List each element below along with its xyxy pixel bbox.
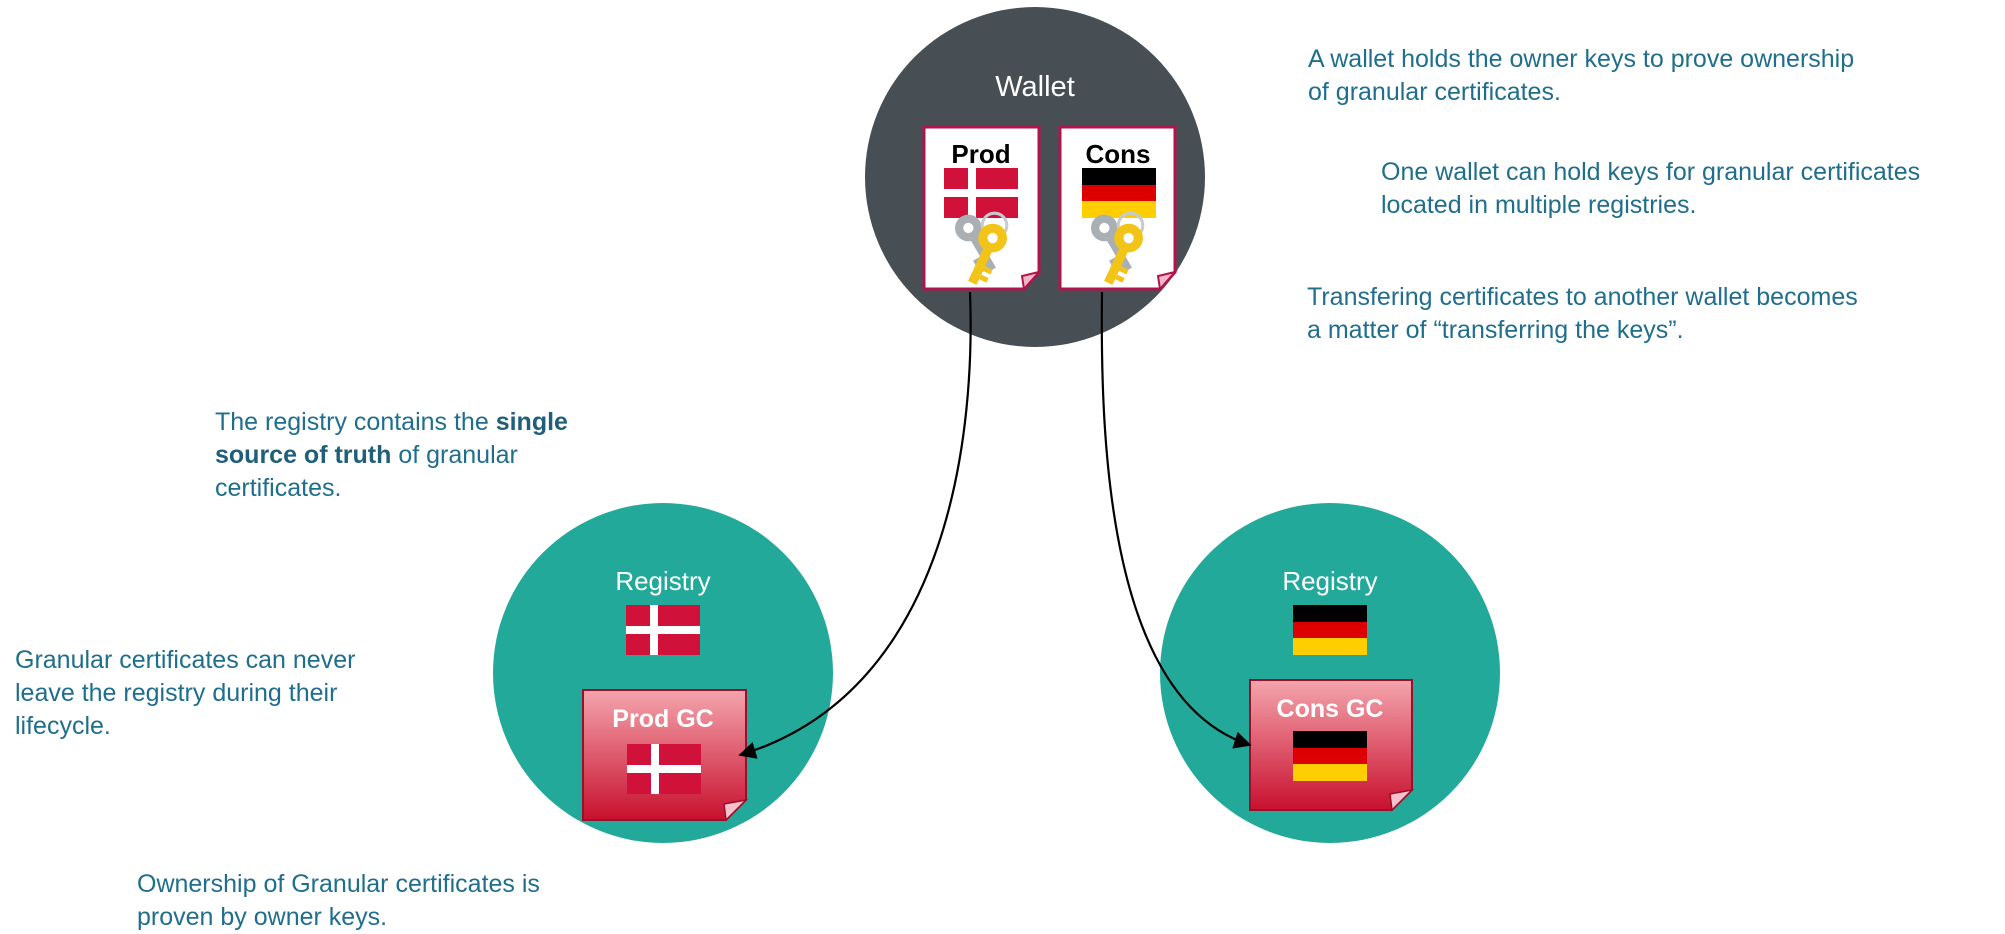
denmark-flag-icon: [944, 168, 1018, 218]
note-ownership-by-keys: Ownership of Granular certificates is pr…: [137, 868, 540, 934]
note-line: proven by owner keys.: [137, 903, 388, 931]
wallet-card-prod: Prod: [922, 125, 1042, 292]
note-wallet-holds-keys: A wallet holds the owner keys to prove o…: [1308, 43, 1854, 109]
ownership-arrow-prod: [738, 291, 972, 759]
wallet-label: Wallet: [995, 71, 1075, 103]
wallet-card-label: Cons: [1086, 139, 1151, 169]
note-multi-registry: One wallet can hold keys for granular ce…: [1381, 156, 1920, 222]
germany-flag-icon: [1293, 605, 1367, 655]
note-registry-source-of-truth: The registry contains the single source …: [215, 406, 568, 505]
note-line: A wallet holds the owner keys to prove o…: [1308, 45, 1855, 73]
registry-circle-germany: [1160, 503, 1500, 843]
wallet-card-cons: Cons: [1058, 125, 1178, 292]
germany-flag-icon: [1293, 731, 1367, 781]
note-transfer-keys: Transfering certificates to another wall…: [1307, 281, 1858, 347]
registry-label: Registry: [615, 566, 710, 596]
gc-card-cons: Cons GC: [1249, 679, 1415, 812]
note-emphasis: single: [495, 408, 568, 436]
note-line: Ownership of Granular certificates is: [137, 870, 540, 898]
note-emphasis: source of truth: [215, 441, 392, 469]
note-line: certificates.: [215, 474, 342, 502]
note-line: of granular: [391, 441, 518, 469]
note-line: leave the registry during their: [15, 679, 338, 707]
wallet-card-label: Prod: [951, 139, 1010, 169]
denmark-flag-icon: [626, 605, 700, 655]
note-never-leave-registry: Granular certificates can never leave th…: [15, 644, 355, 743]
ownership-arrow-cons: [1100, 291, 1252, 749]
germany-flag-icon: [1082, 168, 1156, 218]
note-line: One wallet can hold keys for granular ce…: [1381, 158, 1921, 186]
gc-card-label: Prod GC: [612, 705, 713, 733]
gc-card-label: Cons GC: [1277, 695, 1384, 723]
note-line: of granular certificates.: [1308, 78, 1561, 106]
note-line: Transfering certificates to another wall…: [1307, 283, 1858, 311]
note-line: Granular certificates can never: [15, 646, 356, 674]
denmark-flag-icon: [627, 744, 701, 794]
registry-label: Registry: [1282, 566, 1377, 596]
note-line: lifecycle.: [15, 712, 111, 740]
note-line: a matter of “transferring the keys”.: [1307, 316, 1684, 344]
note-line: The registry contains the: [215, 408, 496, 436]
note-line: located in multiple registries.: [1381, 191, 1697, 219]
gc-card-prod: Prod GC: [582, 689, 749, 822]
